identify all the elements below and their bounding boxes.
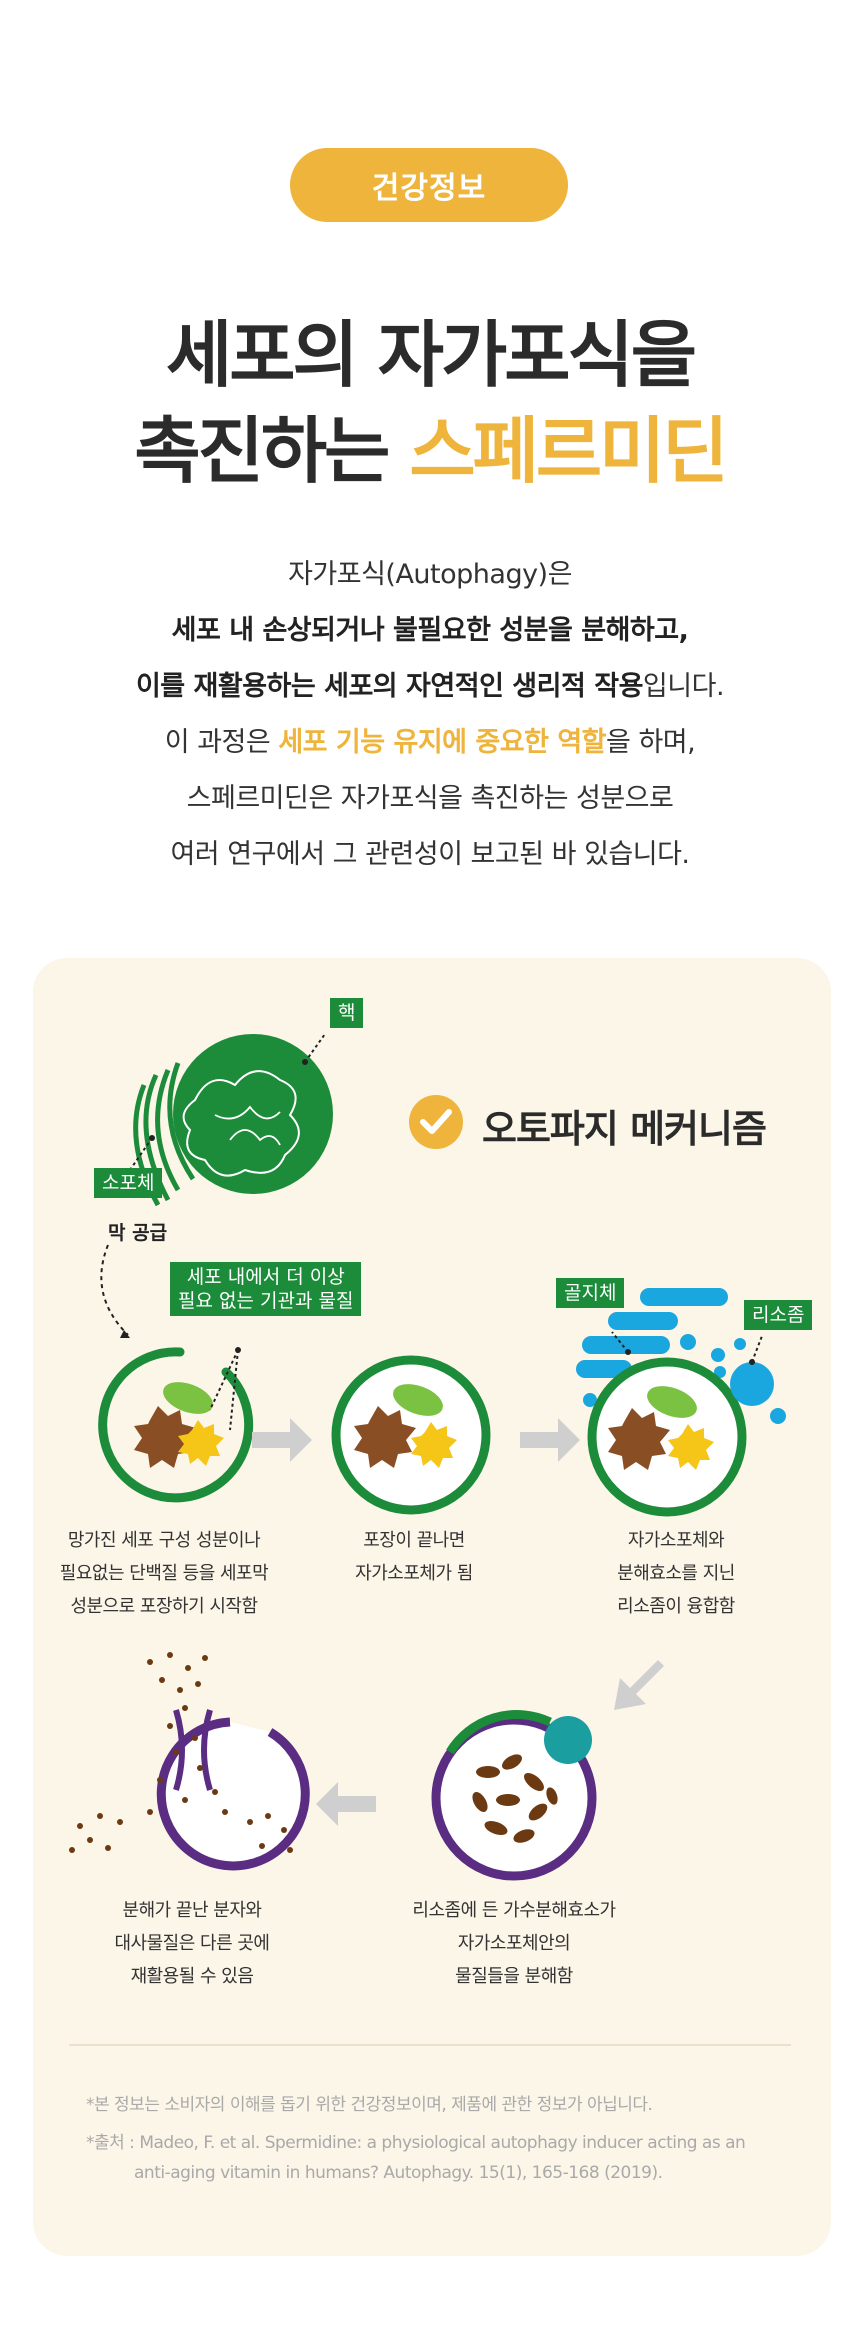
golgi-icon (576, 1288, 746, 1407)
intro-line-5: 스페르미딘은 자가포식을 촉진하는 성분으로 (186, 783, 674, 814)
intro-bold-2: 세포 내 손상되거나 불필요한 성분을 분해하고, (171, 615, 689, 646)
step-1-caption: 망가진 세포 구성 성분이나 필요없는 단백질 등을 세포막 성분으로 포장하기… (48, 1524, 280, 1623)
divider (69, 2044, 791, 2046)
step-1-line-2: 필요없는 단백질 등을 세포막 (59, 1563, 269, 1584)
disclaimer-note: *본 정보는 소비자의 이해를 돕기 위한 건강정보이며, 제품에 관한 정보가… (86, 2095, 653, 2115)
category-badge: 건강정보 (290, 148, 568, 222)
label-unneeded-line-1: 세포 내에서 더 이상 (186, 1266, 345, 1288)
label-golgi: 골지체 (556, 1278, 625, 1308)
label-unneeded-line-2: 필요 없는 기관과 물질 (178, 1290, 354, 1312)
recycling-icon (69, 1652, 310, 1871)
arrow-right-icon-2 (520, 1418, 580, 1462)
label-lysosome: 리소좀 (744, 1300, 813, 1330)
step-5-line-3: 재활용될 수 있음 (130, 1966, 254, 1987)
step-4-line-1: 리소좀에 든 가수분해효소가 (412, 1900, 616, 1921)
intro-tail-3: 입니다. (642, 671, 725, 702)
arrow-left-icon (316, 1782, 376, 1826)
intro-prefix-4: 이 과정은 (164, 727, 279, 758)
intro-tail-4: 을 하며, (606, 727, 696, 758)
page-title-line-2: 촉진하는 스페르미딘 (0, 392, 860, 497)
step-4-line-2: 자가소포체안의 (457, 1933, 571, 1954)
label-nucleus: 핵 (330, 998, 364, 1028)
intro-line-3: 이를 재활용하는 세포의 자연적인 생리적 작용입니다. (0, 664, 860, 703)
nucleus-icon (173, 1033, 333, 1194)
step-2-line-1: 포장이 끝나면 (363, 1530, 465, 1551)
step-4-line-3: 물질들을 분해함 (455, 1966, 573, 1987)
title-highlight: 스페르미딘 (409, 409, 728, 493)
intro-line-1: 자가포식(Autophagy)은 (288, 559, 572, 590)
step-2-caption: 포장이 끝나면 자가소포체가 됨 (316, 1524, 512, 1590)
step-1-line-3: 성분으로 포장하기 시작함 (70, 1596, 258, 1617)
step-3-caption: 자가소포체와 분해효소를 지닌 리소좀이 융합함 (578, 1524, 774, 1623)
mechanism-panel (33, 958, 831, 2256)
arrow-right-icon (252, 1418, 312, 1462)
label-membrane-supply: 막 공급 (108, 1222, 168, 1244)
source-note-line-1: *출처 : Madeo, F. et al. Spermidine: a phy… (86, 2133, 746, 2153)
intro-line-2: 세포 내 손상되거나 불필요한 성분을 분해하고, (0, 608, 860, 647)
phagophore-icon (98, 1347, 254, 1503)
step-2-line-2: 자가소포체가 됨 (355, 1563, 473, 1584)
mechanism-title: 오토파지 메커니즘 (482, 1107, 767, 1151)
label-er: 소포체 (94, 1168, 163, 1198)
step-3-line-1: 자가소포체와 (627, 1530, 725, 1551)
degradation-icon (431, 1710, 597, 1881)
step-5-line-2: 대사물질은 다른 곳에 (114, 1933, 270, 1954)
intro-bold-3: 이를 재활용하는 세포의 자연적인 생리적 작용 (135, 671, 643, 702)
intro-line-6: 여러 연구에서 그 관련성이 보고된 바 있습니다. (170, 839, 690, 870)
step-4-caption: 리소좀에 든 가수분해효소가 자가소포체안의 물질들을 분해함 (396, 1894, 632, 1993)
intro-highlight-4: 세포 기능 유지에 중요한 역할 (278, 727, 607, 758)
check-circle-icon (409, 1095, 463, 1149)
title-prefix: 촉진하는 (134, 409, 410, 493)
label-unneeded-organelles: 세포 내에서 더 이상 필요 없는 기관과 물질 (170, 1262, 362, 1316)
step-3-line-2: 분해효소를 지닌 (617, 1563, 735, 1584)
intro-line-4: 이 과정은 세포 기능 유지에 중요한 역할을 하며, (0, 720, 860, 759)
arrow-down-left-icon (614, 1660, 664, 1710)
step-1-line-1: 망가진 세포 구성 성분이나 (67, 1530, 261, 1551)
step-5-caption: 분해가 끝난 분자와 대사물질은 다른 곳에 재활용될 수 있음 (84, 1894, 300, 1993)
autolysosome-icon (587, 1335, 786, 1517)
step-5-line-1: 분해가 끝난 분자와 (122, 1900, 262, 1921)
step-3-line-3: 리소좀이 융합함 (617, 1596, 735, 1617)
page-title-line-1: 세포의 자가포식을 (166, 313, 697, 397)
source-note-line-2: anti-aging vitamin in humans? Autophagy.… (134, 2163, 663, 2183)
autophagosome-icon (331, 1355, 491, 1515)
